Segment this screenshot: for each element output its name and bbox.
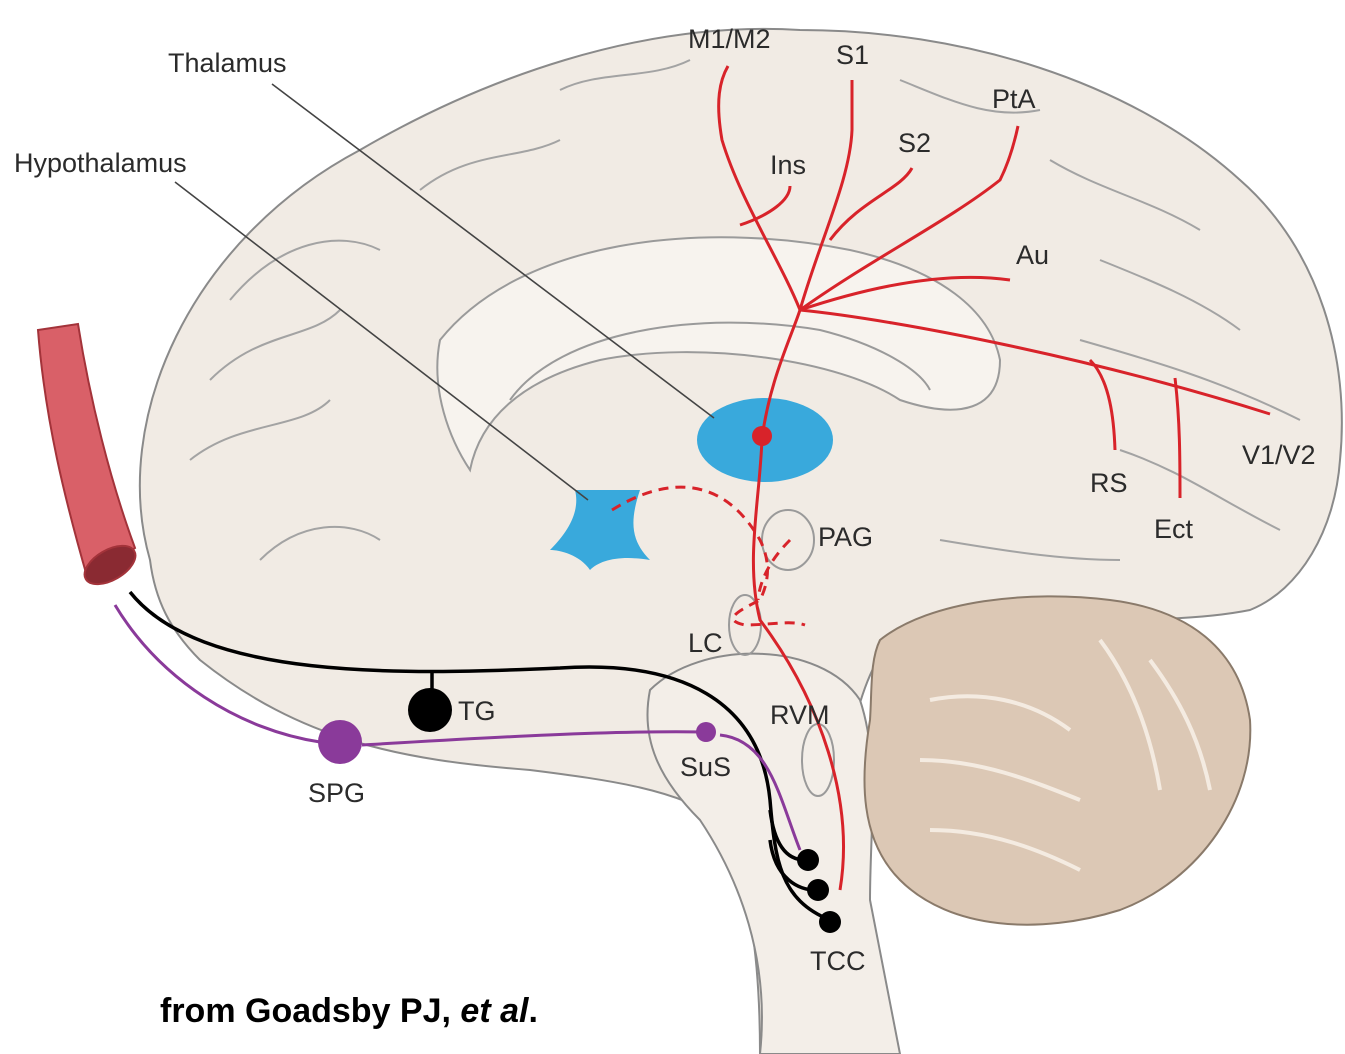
label-tg: TG: [458, 696, 496, 726]
label-pag: PAG: [818, 522, 873, 552]
tcc-neuron-2: [807, 879, 829, 901]
label-m1m2: M1/M2: [688, 24, 771, 54]
tcc-neuron-3: [819, 911, 841, 933]
source-credit: from Goadsby PJ, et al.: [160, 992, 538, 1031]
label-ins: Ins: [770, 150, 806, 180]
label-v1v2: V1/V2: [1242, 440, 1316, 470]
label-rs: RS: [1090, 468, 1128, 498]
credit-prefix: from Goadsby PJ,: [160, 992, 460, 1030]
credit-suffix: .: [528, 992, 537, 1030]
sus-nucleus: [696, 722, 716, 742]
meningeal-vessel: [38, 324, 142, 592]
spg-ganglion: [318, 720, 362, 764]
label-lc: LC: [688, 628, 723, 658]
label-tcc: TCC: [810, 946, 866, 976]
cerebellum: [864, 596, 1250, 924]
label-s2: S2: [898, 128, 931, 158]
tcc-neuron-1: [797, 849, 819, 871]
thalamus-neuron: [752, 426, 772, 446]
label-pta: PtA: [992, 84, 1036, 114]
label-sus: SuS: [680, 752, 731, 782]
credit-italic: et al: [460, 992, 528, 1030]
label-spg: SPG: [308, 778, 365, 808]
label-au: Au: [1016, 240, 1049, 270]
label-rvm: RVM: [770, 700, 830, 730]
label-ect: Ect: [1154, 514, 1194, 544]
label-s1: S1: [836, 40, 869, 70]
tg-ganglion: [408, 688, 452, 732]
label-thalamus: Thalamus: [168, 48, 287, 78]
label-hypothalamus: Hypothalamus: [14, 148, 187, 178]
